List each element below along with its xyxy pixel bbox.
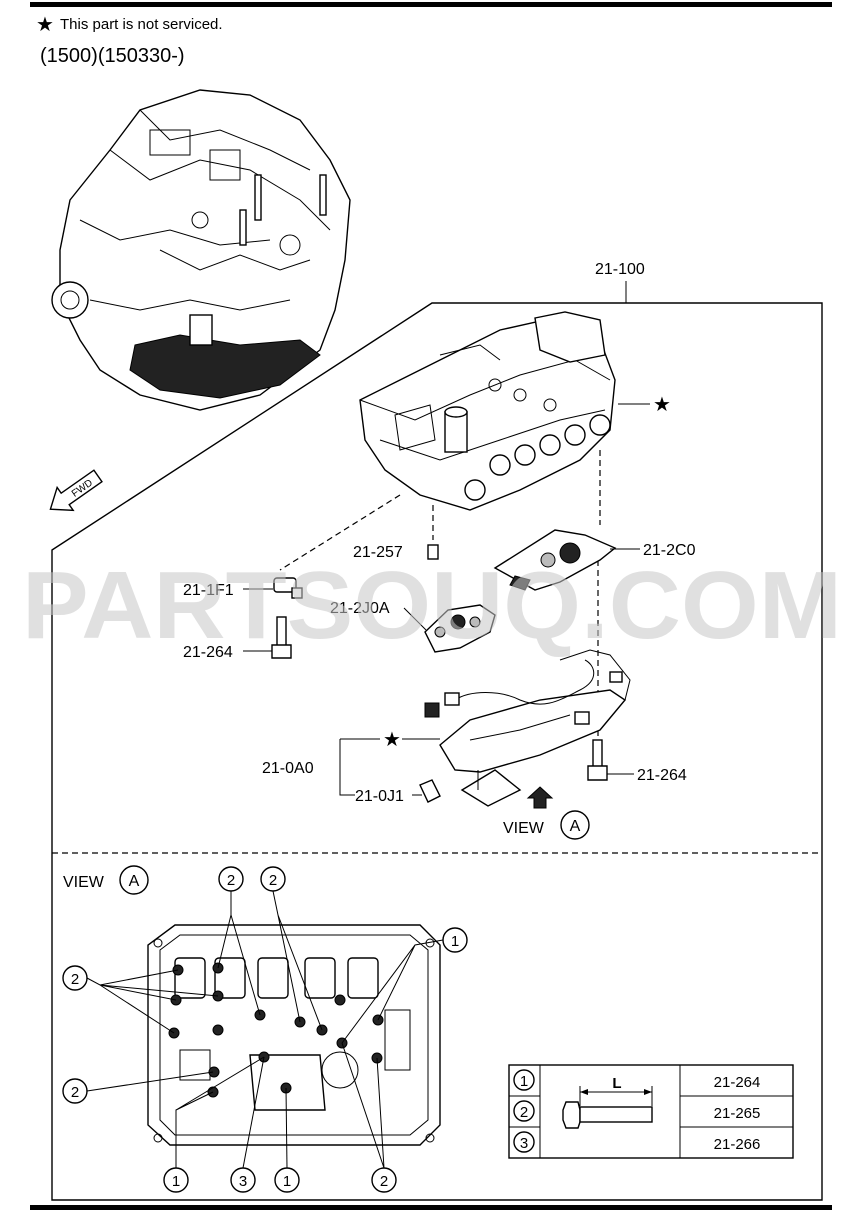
pin-part: [427, 544, 439, 560]
exploded-view-frame: [51, 302, 823, 1201]
legend-index: 3: [520, 1135, 528, 1152]
bolt-marker-left-group: 2: [62, 965, 88, 991]
view-section-marker: [119, 865, 149, 895]
bolt-marker-bottom-1: 1: [163, 1167, 189, 1193]
leader-marker-bottom-1b: [285, 1087, 288, 1169]
harness-part: [424, 649, 631, 807]
view-direction-arrow-icon: [526, 786, 554, 809]
legend-part: 21-265: [714, 1105, 761, 1122]
callout-plate: 21-2C0: [643, 542, 696, 559]
leader-sensor-dash: [279, 494, 401, 571]
leader-marker-right-top: [341, 939, 444, 1044]
transmission-illustration: [51, 89, 351, 411]
plate-part: [493, 529, 617, 591]
callout-clip: 21-0J1: [355, 788, 404, 805]
valve-body-bottom-view: [147, 924, 441, 1146]
bolt-marker-left-single: 2: [62, 1078, 88, 1104]
svg-text:1: 1: [172, 1173, 180, 1190]
not-serviced-note: This part is not serviced.: [60, 16, 223, 33]
bolt-head-icon: [562, 1101, 581, 1129]
leader-marker-left-group: [86, 969, 219, 1034]
svg-text:2: 2: [227, 872, 235, 889]
leader-marker-top-b: [272, 890, 323, 1031]
leader-valve: [403, 607, 427, 631]
view-label: VIEW: [503, 820, 545, 837]
model-code: (1500)(150330-): [40, 45, 185, 67]
star-icon: ★: [36, 14, 54, 36]
leader-marker-bottom-2: [341, 1042, 385, 1169]
bolt-marker-bottom-2: 2: [371, 1167, 397, 1193]
bolt-shank-icon: [579, 1106, 653, 1123]
legend-index: 1: [520, 1073, 528, 1090]
dimension-label: L: [612, 1075, 621, 1092]
legend-part: 21-264: [714, 1074, 761, 1091]
callout-sensor: 21-1F1: [183, 582, 234, 599]
view-section-letter: A: [129, 873, 140, 890]
harness-bracket: [339, 738, 380, 796]
leader-marker-left-single: [86, 1071, 214, 1092]
leader-marker-bottom-1: [175, 1056, 265, 1168]
bolt-right-part: [587, 739, 608, 781]
svg-text:1: 1: [451, 933, 459, 950]
view-section-label: VIEW: [63, 874, 105, 891]
watermark: PARTSOUQ.COM: [22, 552, 842, 659]
bolt-marker-top-a: 2: [218, 866, 244, 892]
bolt-marker-right-top: 1: [442, 927, 468, 953]
callout-harness: 21-0A0: [262, 760, 314, 777]
clip-part: [419, 779, 441, 803]
star-icon: ★: [653, 394, 671, 416]
callout-pin: 21-257: [353, 544, 403, 561]
callout-bolt-right: 21-264: [637, 767, 687, 784]
bottom-rule: [30, 1205, 832, 1210]
legend-part: 21-266: [714, 1136, 761, 1153]
bolt-left-part: [271, 616, 292, 659]
bolt-marker-bottom-3: 3: [230, 1167, 256, 1193]
control-valve-body: [359, 311, 616, 511]
top-rule: [30, 2, 832, 7]
bolt-legend-table: 1 2 3 21-264 21-265 21-266 L: [508, 1064, 794, 1159]
bolt-marker-top-b: 2: [260, 866, 286, 892]
svg-text:3: 3: [239, 1173, 247, 1190]
leader-marker-bottom-3: [242, 1056, 265, 1169]
view-marker-letter: A: [570, 818, 581, 835]
view-marker-circle: [560, 810, 590, 840]
legend-index: 2: [520, 1104, 528, 1121]
callout-valve: 21-2J0A: [330, 600, 390, 617]
callout-bolt-left: 21-264: [183, 644, 233, 661]
star-icon: ★: [383, 729, 401, 751]
sensor-part: [273, 577, 303, 599]
bolt-marker-bottom-1b: 1: [274, 1167, 300, 1193]
svg-text:2: 2: [269, 872, 277, 889]
svg-text:1: 1: [283, 1173, 291, 1190]
svg-text:2: 2: [380, 1173, 388, 1190]
svg-text:2: 2: [71, 1084, 79, 1101]
svg-text:2: 2: [71, 971, 79, 988]
leader-marker-top-a: [217, 891, 261, 1016]
callout-assembly: 21-100: [595, 261, 645, 278]
valve-part: [424, 604, 496, 653]
fwd-arrow-icon: FWD: [49, 469, 103, 512]
